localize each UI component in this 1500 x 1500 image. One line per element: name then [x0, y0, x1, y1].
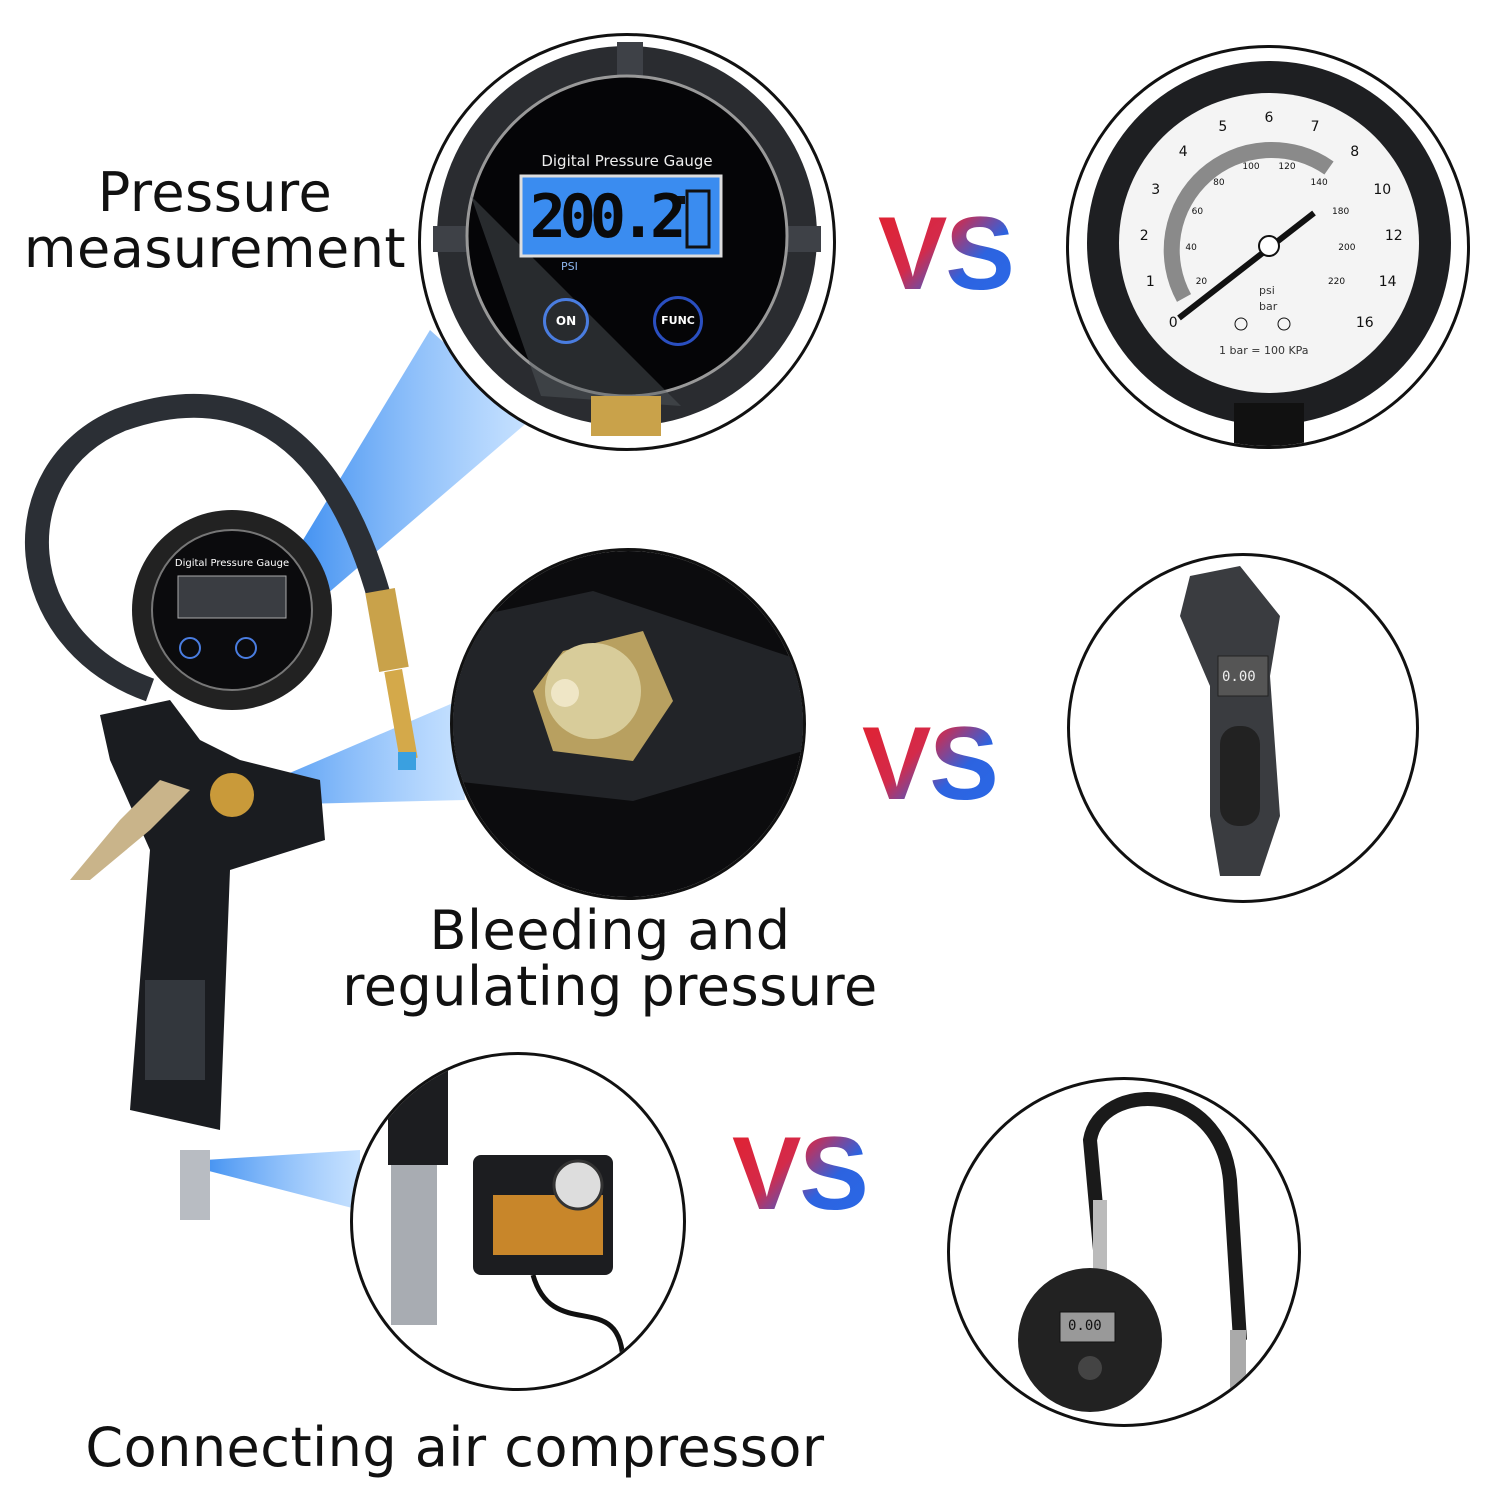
psi-scale-label: 100 [1242, 162, 1260, 173]
psi-scale-label: 60 [1191, 207, 1204, 218]
digital-gauge-closeup: Digital Pressure Gauge 200.2 PSI ON FUNC [418, 33, 836, 451]
bar-scale-label: 4 [1178, 144, 1188, 161]
bar-scale-label: 0 [1168, 315, 1178, 332]
caption-compressor: Connecting air compressor [85, 1416, 825, 1479]
psi-scale-label: 200 [1338, 242, 1356, 253]
caption-pressure-line2: measurement [23, 217, 407, 280]
handheld-digital-gauge-image: 0.00 [1067, 553, 1419, 903]
psi-scale-label: 180 [1332, 207, 1350, 218]
bar-scale-label: 16 [1355, 315, 1374, 332]
func-button: FUNC [653, 296, 703, 346]
psi-scale-label: 20 [1195, 277, 1208, 287]
conversion-text: 1 bar = 100 KPa [1219, 344, 1309, 357]
beam-connector [205, 1150, 360, 1210]
bar-scale-label: 14 [1378, 274, 1397, 291]
unit-bar: bar [1259, 300, 1278, 313]
caption-bleeding-line2: regulating pressure [342, 955, 878, 1018]
bar-scale-label: 1 [1145, 274, 1155, 291]
psi-scale-label: 80 [1213, 178, 1225, 189]
bar-scale-label: 7 [1310, 118, 1320, 135]
vs-label-2: VS [862, 706, 999, 822]
air-compressor-image [350, 1052, 686, 1391]
on-button: ON [543, 298, 589, 344]
unit-psi: psi [1259, 284, 1275, 297]
gauge-reading: 200.2 [529, 182, 687, 252]
bar-scale-label: 8 [1350, 144, 1360, 161]
gun-gauge-title: Digital Pressure Gauge [174, 558, 290, 569]
vs-label-1: VS [878, 196, 1015, 312]
psi-scale-label: 140 [1310, 178, 1328, 189]
bar-scale-label: 5 [1218, 118, 1228, 135]
hose-gauge-reading: 0.00 [1068, 1318, 1102, 1334]
hose-digital-gauge-image: 0.00 [947, 1077, 1301, 1427]
bar-scale-label: 10 [1373, 182, 1392, 199]
bar-scale-label: 2 [1139, 227, 1149, 244]
psi-scale-label: 120 [1278, 162, 1296, 173]
psi-scale-label: 40 [1185, 242, 1197, 253]
bleed-valve-closeup [450, 548, 806, 900]
vs-label-3: VS [732, 1116, 869, 1232]
handheld-reading: 0.00 [1222, 669, 1256, 685]
psi-scale-label: 220 [1327, 277, 1346, 287]
bar-scale-label: 12 [1384, 227, 1403, 244]
gauge-unit: PSI [561, 260, 578, 273]
bar-scale-label: 6 [1264, 110, 1274, 126]
caption-bleeding-line1: Bleeding and [429, 899, 791, 962]
gauge-title: Digital Pressure Gauge [541, 152, 713, 170]
caption-pressure-line1: Pressure [97, 161, 333, 224]
bar-scale-label: 3 [1151, 182, 1161, 199]
